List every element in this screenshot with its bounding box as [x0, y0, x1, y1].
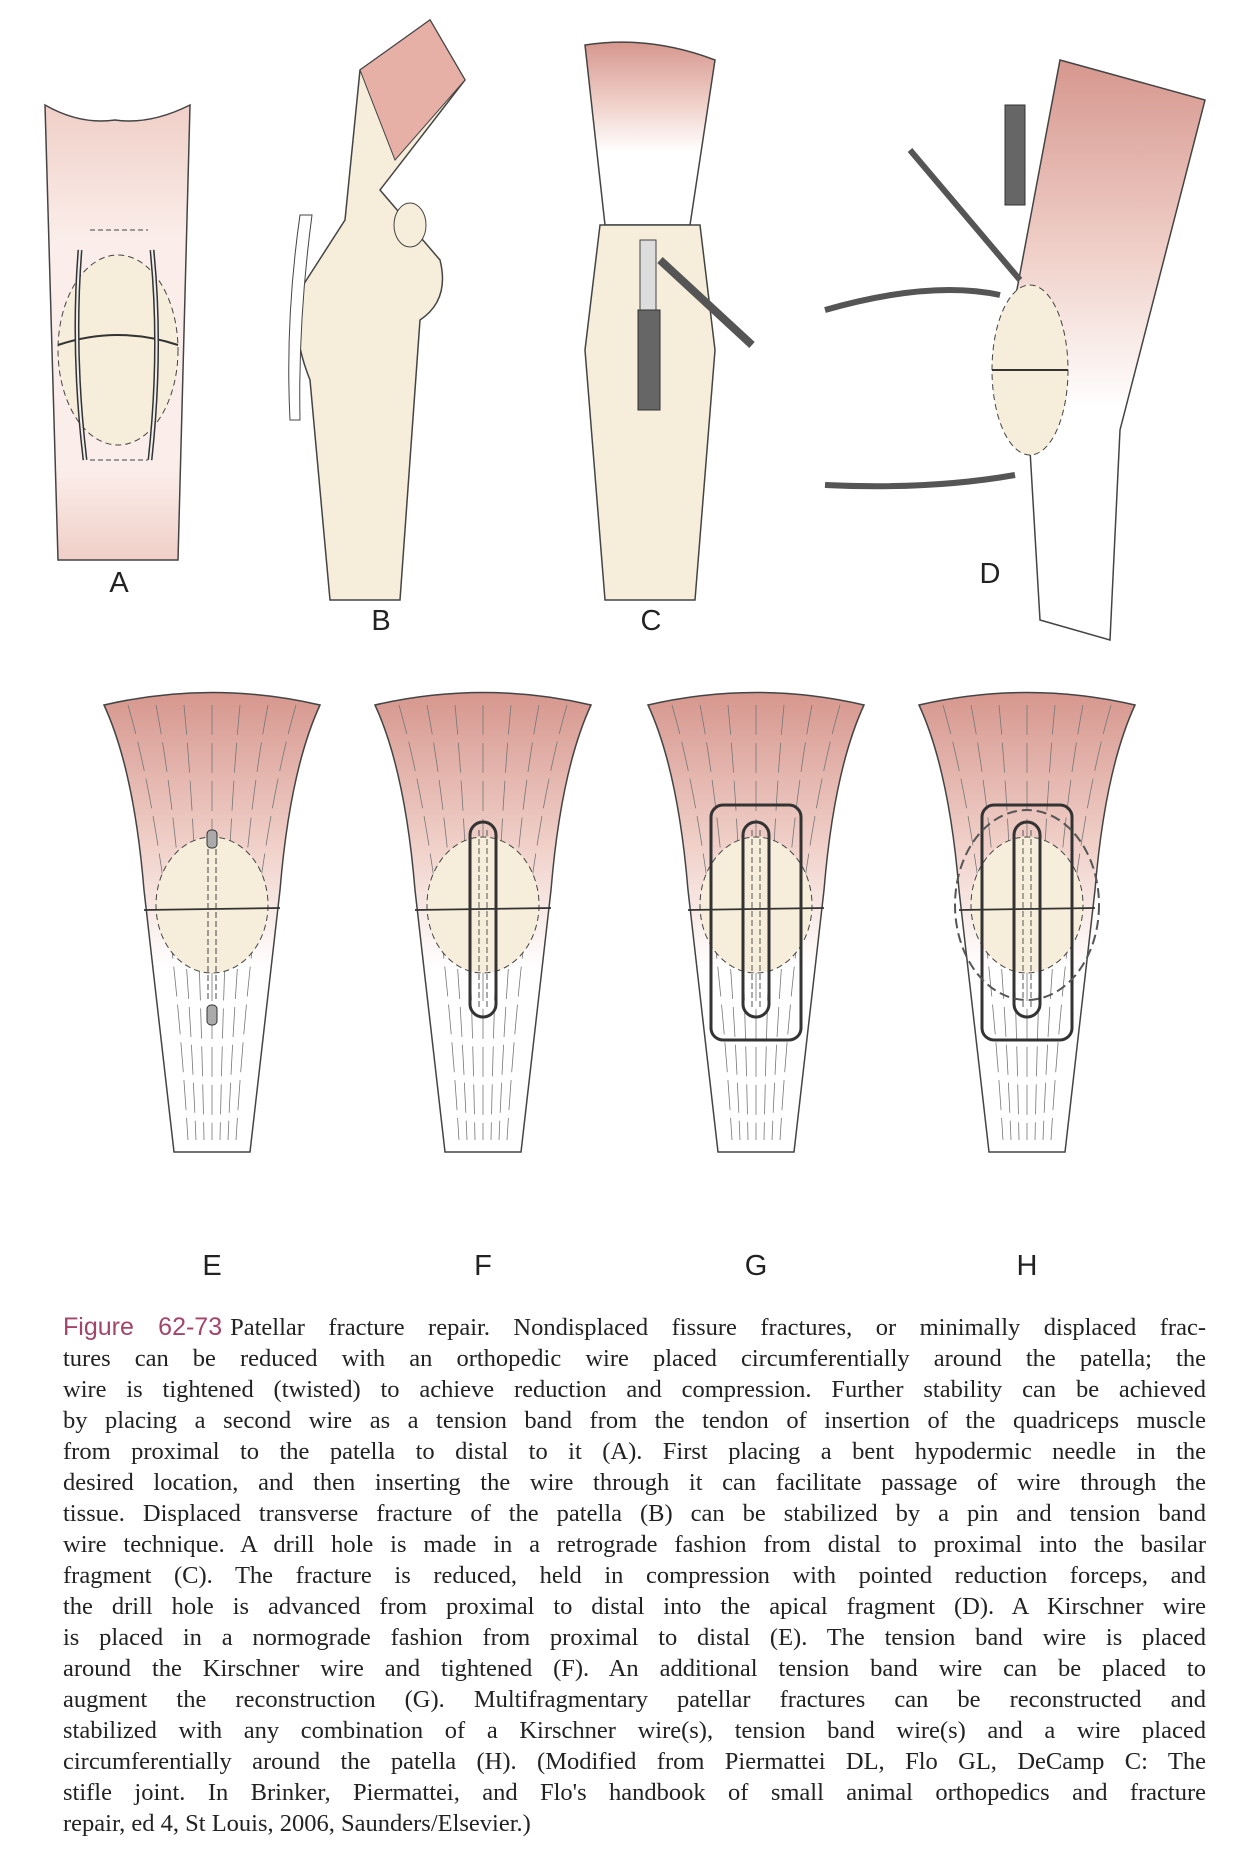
- panel-label-f: F: [474, 1250, 492, 1282]
- caption-line: stifle joint. In Brinker, Piermattei, an…: [63, 1777, 1206, 1808]
- caption-line: Figure 62-73 Patellar fracture repair. No…: [63, 1312, 1206, 1343]
- panel-a-drawing: [44, 103, 191, 561]
- top-row-panels: [44, 18, 1206, 641]
- caption-text: fragment (C). The fracture is reduced, h…: [63, 1562, 1206, 1589]
- panel-d-drawing: [824, 59, 1206, 641]
- caption-line: is placed in a normograde fashion from p…: [63, 1622, 1206, 1653]
- panel-b-drawing: [288, 18, 466, 601]
- panel-label-a: A: [109, 567, 129, 599]
- panel-label-d: D: [980, 558, 1001, 590]
- caption-line: desired location, and then inserting the…: [63, 1467, 1206, 1498]
- caption-line: from proximal to the patella to distal t…: [63, 1436, 1206, 1467]
- caption-text: desired location, and then inserting the…: [63, 1469, 1206, 1496]
- caption-text: the drill hole is advanced from proximal…: [63, 1593, 1206, 1620]
- panel-label-h: H: [1017, 1250, 1038, 1282]
- caption-text: around the Kirschner wire and tightened …: [63, 1655, 1206, 1682]
- panel-h-drawing: [917, 691, 1137, 1153]
- caption-line: by placing a second wire as a tension ba…: [63, 1405, 1206, 1436]
- panel-e-drawing: [102, 691, 322, 1153]
- caption-line: the drill hole is advanced from proximal…: [63, 1591, 1206, 1622]
- caption-line: circumferentially around the patella (H)…: [63, 1746, 1206, 1777]
- panel-label-c: C: [641, 605, 662, 637]
- caption-text: stifle joint. In Brinker, Piermattei, an…: [63, 1779, 1206, 1806]
- panel-label-b: B: [371, 605, 390, 637]
- bottom-row-panels: [102, 691, 1137, 1153]
- panel-g-drawing: [646, 691, 866, 1153]
- caption-text: from proximal to the patella to distal t…: [63, 1438, 1206, 1465]
- caption-line: repair, ed 4, St Louis, 2006, Saunders/E…: [63, 1808, 1206, 1839]
- caption-line: augment the reconstruction (G). Multifra…: [63, 1684, 1206, 1715]
- figure-number: Figure 62-73: [63, 1313, 223, 1341]
- caption-text: wire is tightened (twisted) to achieve r…: [63, 1376, 1206, 1403]
- caption-text: tissue. Displaced transverse fracture of…: [63, 1500, 1206, 1527]
- caption-text: wire technique. A drill hole is made in …: [63, 1531, 1206, 1558]
- caption-line: stabilized with any combination of a Kir…: [63, 1715, 1206, 1746]
- panel-c-drawing: [584, 41, 755, 601]
- caption-text: by placing a second wire as a tension ba…: [63, 1407, 1206, 1434]
- figure-caption: Figure 62-73 Patellar fracture repair. No…: [63, 1312, 1206, 1839]
- caption-line: fragment (C). The fracture is reduced, h…: [63, 1560, 1206, 1591]
- caption-line: tissue. Displaced transverse fracture of…: [63, 1498, 1206, 1529]
- caption-line: wire technique. A drill hole is made in …: [63, 1529, 1206, 1560]
- patellar-fracture-illustration: A B C D E F G H: [44, 18, 1206, 1282]
- caption-text: repair, ed 4, St Louis, 2006, Saunders/E…: [63, 1810, 531, 1837]
- panel-label-g: G: [745, 1250, 768, 1282]
- caption-text: stabilized with any combination of a Kir…: [63, 1717, 1206, 1744]
- panel-f-drawing: [373, 691, 593, 1153]
- caption-text: tures can be reduced with an orthopedic …: [63, 1345, 1206, 1372]
- caption-line: tures can be reduced with an orthopedic …: [63, 1343, 1206, 1374]
- caption-line: wire is tightened (twisted) to achieve r…: [63, 1374, 1206, 1405]
- caption-text: Patellar fracture repair. Nondisplaced f…: [230, 1314, 1206, 1341]
- caption-line: around the Kirschner wire and tightened …: [63, 1653, 1206, 1684]
- caption-text: augment the reconstruction (G). Multifra…: [63, 1686, 1206, 1713]
- panel-labels: A B C D E F G H: [109, 558, 1037, 1282]
- panel-label-e: E: [202, 1250, 221, 1282]
- caption-text: circumferentially around the patella (H)…: [63, 1748, 1206, 1775]
- caption-text: is placed in a normograde fashion from p…: [63, 1624, 1206, 1651]
